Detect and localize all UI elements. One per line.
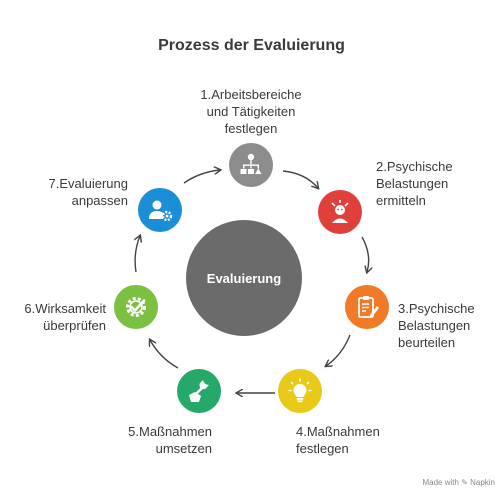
step-3-label: 3.Psychische Belastungen beurteilen	[398, 301, 475, 350]
step-1-label: 1.Arbeitsbereiche und Tätigkeiten festle…	[200, 87, 302, 136]
arrow-3-to-4	[326, 334, 351, 366]
step-5-node	[177, 369, 221, 413]
hierarchy-icon	[240, 153, 262, 174]
arrow-7-to-1	[183, 170, 220, 184]
arrow-6-to-7	[135, 236, 140, 273]
step-5-label: 5.Maßnahmen umsetzen	[128, 424, 212, 456]
step-4-label: 4.Maßnahmen festlegen	[296, 424, 380, 456]
step-7-node	[138, 188, 182, 232]
step-2-node	[318, 190, 362, 234]
step-6-label: 6.Wirksamkeit überprüfen	[24, 301, 106, 333]
step-4-node	[278, 369, 322, 413]
gear-check-icon	[126, 297, 146, 317]
user-gear-icon	[149, 200, 173, 222]
step-7-label: 7.Evaluierung anpassen	[48, 176, 129, 208]
step-1-node	[229, 143, 273, 187]
napkin-watermark: Made with ✎ Napkin	[422, 478, 495, 487]
center-label: Evaluierung	[206, 270, 282, 286]
clipboard-pencil-icon	[358, 296, 379, 318]
arrow-2-to-3	[361, 236, 369, 272]
step-6-node	[114, 285, 158, 329]
arrow-1-to-2	[282, 170, 318, 188]
lightbulb-icon	[288, 378, 312, 403]
center-circle: Evaluierung	[186, 220, 302, 336]
step-2-label: 2.Psychische Belastungen ermitteln	[376, 159, 453, 208]
step-3-node	[345, 285, 389, 329]
diagram-title: Prozess der Evaluierung	[158, 37, 345, 54]
hand-wrench-icon	[189, 380, 209, 402]
arrow-5-to-6	[150, 340, 179, 369]
stressed-person-icon	[331, 200, 349, 223]
